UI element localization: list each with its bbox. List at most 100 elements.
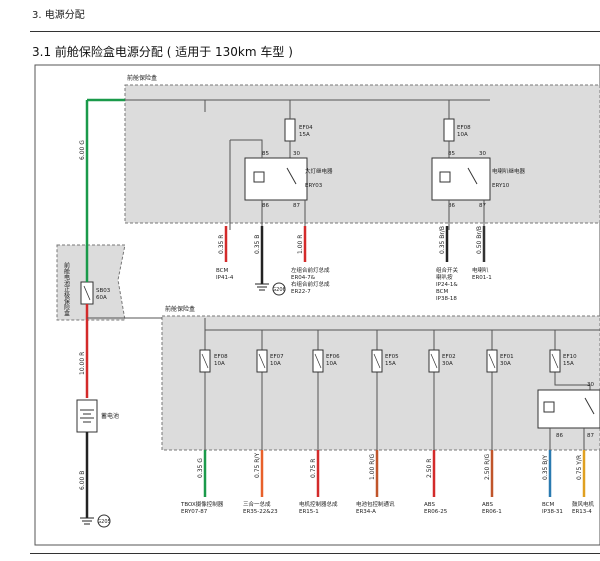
lf2-rating: 10A <box>270 361 281 367</box>
load-headlamp-4: ER22-7 <box>291 289 311 295</box>
relay-lower <box>537 389 600 429</box>
wire-label-035g: 0.35 G <box>197 458 204 478</box>
relay-ery03 <box>244 157 308 201</box>
load-bcm38-1: BCM <box>542 502 555 508</box>
sb03-name: SB03 <box>96 288 111 294</box>
ef08-rating: 10A <box>457 132 468 138</box>
load-bcm38-2: IP38-31 <box>542 509 563 515</box>
lf4-name: EF05 <box>385 354 399 360</box>
wire-label-035b: 0.35 B <box>254 235 261 254</box>
relay1-code: ERY03 <box>305 183 323 189</box>
chapter-header: 3. 电源分配 <box>32 10 85 21</box>
lf6-name: EF01 <box>500 354 514 360</box>
ground-label-g205: G205 <box>97 519 110 525</box>
load-switch-4: BCM <box>436 289 449 295</box>
wire-label-075yr: 0.75 Y/R <box>576 455 583 480</box>
relay-lower-switch <box>584 397 595 415</box>
ground-marker-g205 <box>97 514 111 528</box>
relay1-control-lead <box>229 139 263 230</box>
relay1-name: 大灯继电器 <box>305 167 333 175</box>
relay-ery10-coil <box>439 171 451 183</box>
lf5-rating: 30A <box>442 361 453 367</box>
sb03-rating: 60A <box>96 295 107 301</box>
load-switch-2: 喇叭按 <box>436 273 453 281</box>
wire-label-250r: 2.50 R <box>426 459 433 478</box>
ef08-name: EF08 <box>457 125 471 131</box>
load-switch-3: IP24-1& <box>436 282 458 288</box>
load-headlamp-2: ER04-7& <box>291 275 316 281</box>
diagram-frame <box>34 64 600 546</box>
load-tbox-2: ERY07-87 <box>181 509 208 515</box>
load-abs2-1: ABS <box>482 502 493 508</box>
relay-ery03-switch <box>286 167 297 185</box>
battery <box>76 399 98 433</box>
load-horn-1: 电喇叭 <box>472 266 489 274</box>
lf4-rating: 15A <box>385 361 396 367</box>
wire-label-035r: 0.35 R <box>218 235 225 254</box>
lower-fuse-ef07: EF07 10A <box>256 330 284 450</box>
lower-fuse-ef02: EF02 30A <box>428 330 456 450</box>
ground-marker-g206 <box>272 282 286 296</box>
ef04-fuse <box>284 118 296 142</box>
upper-box-label: 前舱保险盒 <box>127 74 157 82</box>
wire-label-075r: 0.75 R <box>310 459 317 478</box>
lf5-name: EF02 <box>442 354 456 360</box>
relay1-pin86: 86 <box>262 203 269 209</box>
lf3-rating: 10A <box>326 361 337 367</box>
header-divider <box>30 31 600 32</box>
lf1-name: EF08 <box>214 354 228 360</box>
relay1-pin87: 87 <box>293 203 300 209</box>
load-comm-1: 电池包控制通讯 <box>356 500 395 508</box>
relay3-pin87: 87 <box>587 433 594 439</box>
load-headlamp-3: 右组合前灯总成 <box>291 280 330 288</box>
relay-lower-leads <box>549 428 585 450</box>
load-3in1-1: 三合一总成 <box>243 500 271 508</box>
relay2-pin86: 86 <box>448 203 455 209</box>
lower-fuse-ef01: EF01 30A <box>486 330 514 450</box>
load-motor-2: ER15-1 <box>299 509 319 515</box>
main-green-wire <box>85 98 125 258</box>
wire-label-250rg: 2.50 R/G <box>484 454 491 480</box>
load-abs1-1: ABS <box>424 502 435 508</box>
sb03-fuse-element <box>83 285 91 301</box>
battery-label: 蓄电池 <box>101 412 119 420</box>
relay2-pin85: 85 <box>448 151 455 157</box>
section-title: 3.1 前舱保险盒电源分配 ( 适用于 130km 车型 ) <box>32 45 293 59</box>
load-horn-2: ER01-1 <box>472 275 492 281</box>
lower-fuse-ef05: EF05 15A <box>371 330 399 450</box>
load-headlamp-1: 左组合前灯总成 <box>291 266 330 274</box>
wire-label-100rg: 1.00 R/G <box>369 454 376 480</box>
ground-symbol-g206 <box>255 283 269 291</box>
load-switch-1: 组合开关 <box>436 266 459 274</box>
load-abs1-2: ER06-25 <box>424 509 448 515</box>
wire-label-050brb: 0.50 Br/B <box>476 226 483 254</box>
lf3-name: EF06 <box>326 354 340 360</box>
load-motor-1: 电机控制器总成 <box>299 500 338 508</box>
load-3in1-2: ER35-22&23 <box>243 509 278 515</box>
load-bcm-2: IP41-4 <box>216 275 234 281</box>
lower-fuse-ef08: EF08 10A <box>199 330 228 450</box>
lf7-name: EF10 <box>563 354 577 360</box>
relay2-name: 电喇叭继电器 <box>492 167 526 175</box>
wire-label-035brb: 0.35 Br/B <box>439 226 446 254</box>
wire-label-10r: 10.00 R <box>79 352 86 375</box>
ef08-fuse <box>443 118 455 142</box>
load-switch-5: IP38-18 <box>436 296 457 302</box>
load-blower-1: 鼓风电机 <box>572 500 595 508</box>
relay-ery03-coil <box>253 171 265 183</box>
relay2-code: ERY10 <box>492 183 510 189</box>
relay1-pin85: 85 <box>262 151 269 157</box>
lf7-rating: 15A <box>563 361 574 367</box>
load-comm-2: ER34-A <box>356 509 376 515</box>
lower-box-label: 前舱保险盒 <box>165 305 195 313</box>
load-abs2-2: ER06-1 <box>482 509 502 515</box>
upper-bus <box>125 99 490 112</box>
lower-fuse-ef06: EF06 10A <box>312 330 340 450</box>
ef04-rating: 15A <box>299 132 310 138</box>
relay3-pin86: 86 <box>556 433 563 439</box>
ground-symbol-g205 <box>80 517 94 525</box>
lower-fuse-box <box>161 315 600 451</box>
relay-ery10-switch <box>467 167 478 185</box>
